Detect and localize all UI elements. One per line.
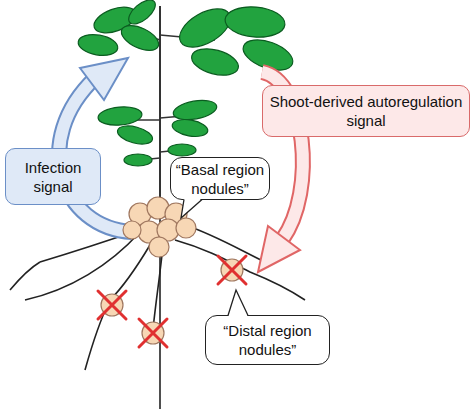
root-system: [10, 200, 305, 409]
node-label: Infection signal: [9, 158, 97, 196]
node-label: “Basal region nodules”: [174, 160, 266, 198]
node-label: “Distal region nodules”: [209, 321, 326, 359]
callout-bubble: “Basal region nodules”: [170, 157, 270, 200]
signal-box: Infection signal: [5, 148, 101, 205]
signal-box: Shoot-derived autoregulation signal: [262, 85, 470, 137]
infection-arrow: [59, 58, 132, 232]
leaves: [77, 0, 297, 166]
plant-stem: [159, 6, 161, 205]
callout-tail: [181, 198, 202, 218]
node-label: Shoot-derived autoregulation signal: [266, 92, 466, 130]
callout-tail: [228, 290, 248, 317]
basal-nodules: [123, 197, 196, 257]
callout-bubble: “Distal region nodules”: [205, 315, 330, 365]
